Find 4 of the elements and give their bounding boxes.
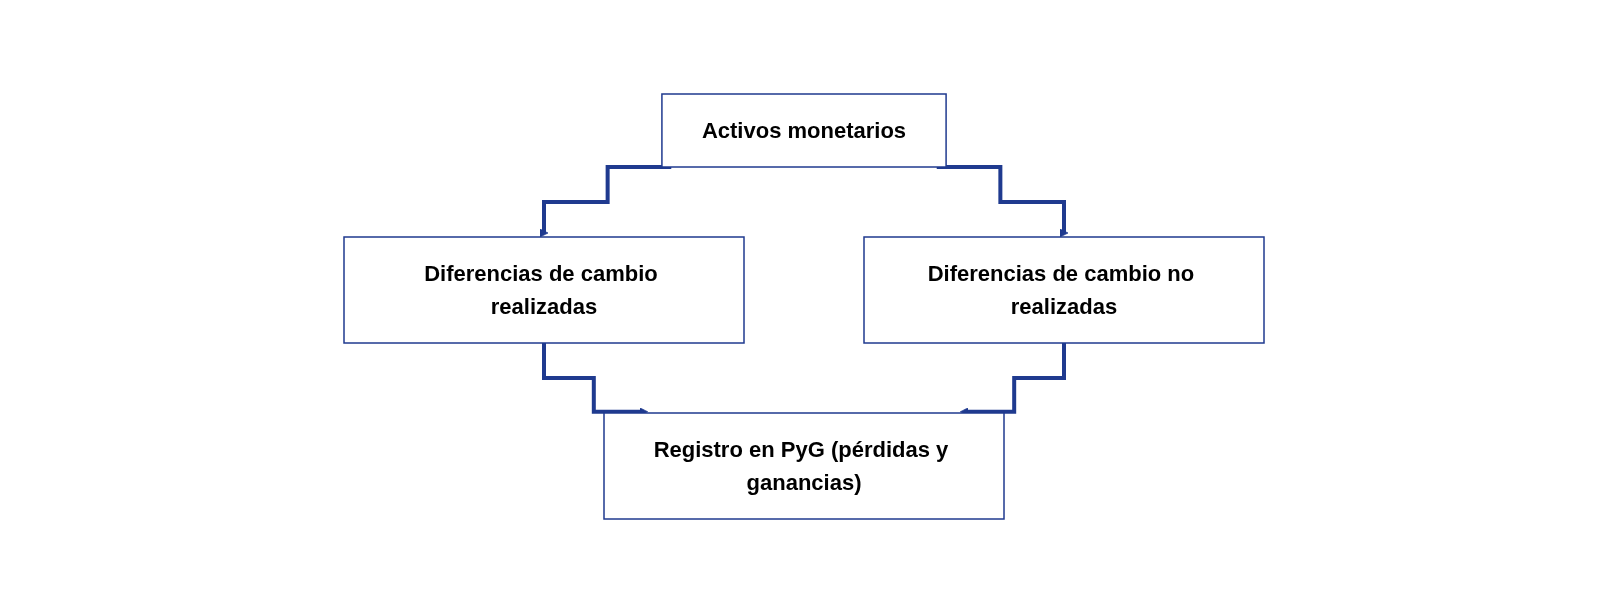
- node-box: Diferencias de cambio no realizadas: [863, 236, 1265, 344]
- node-box: Registro en PyG (pérdidas y ganancias): [603, 412, 1005, 520]
- node-box: Diferencias de cambio realizadas: [343, 236, 745, 344]
- node-box: Activos monetarios: [661, 93, 947, 168]
